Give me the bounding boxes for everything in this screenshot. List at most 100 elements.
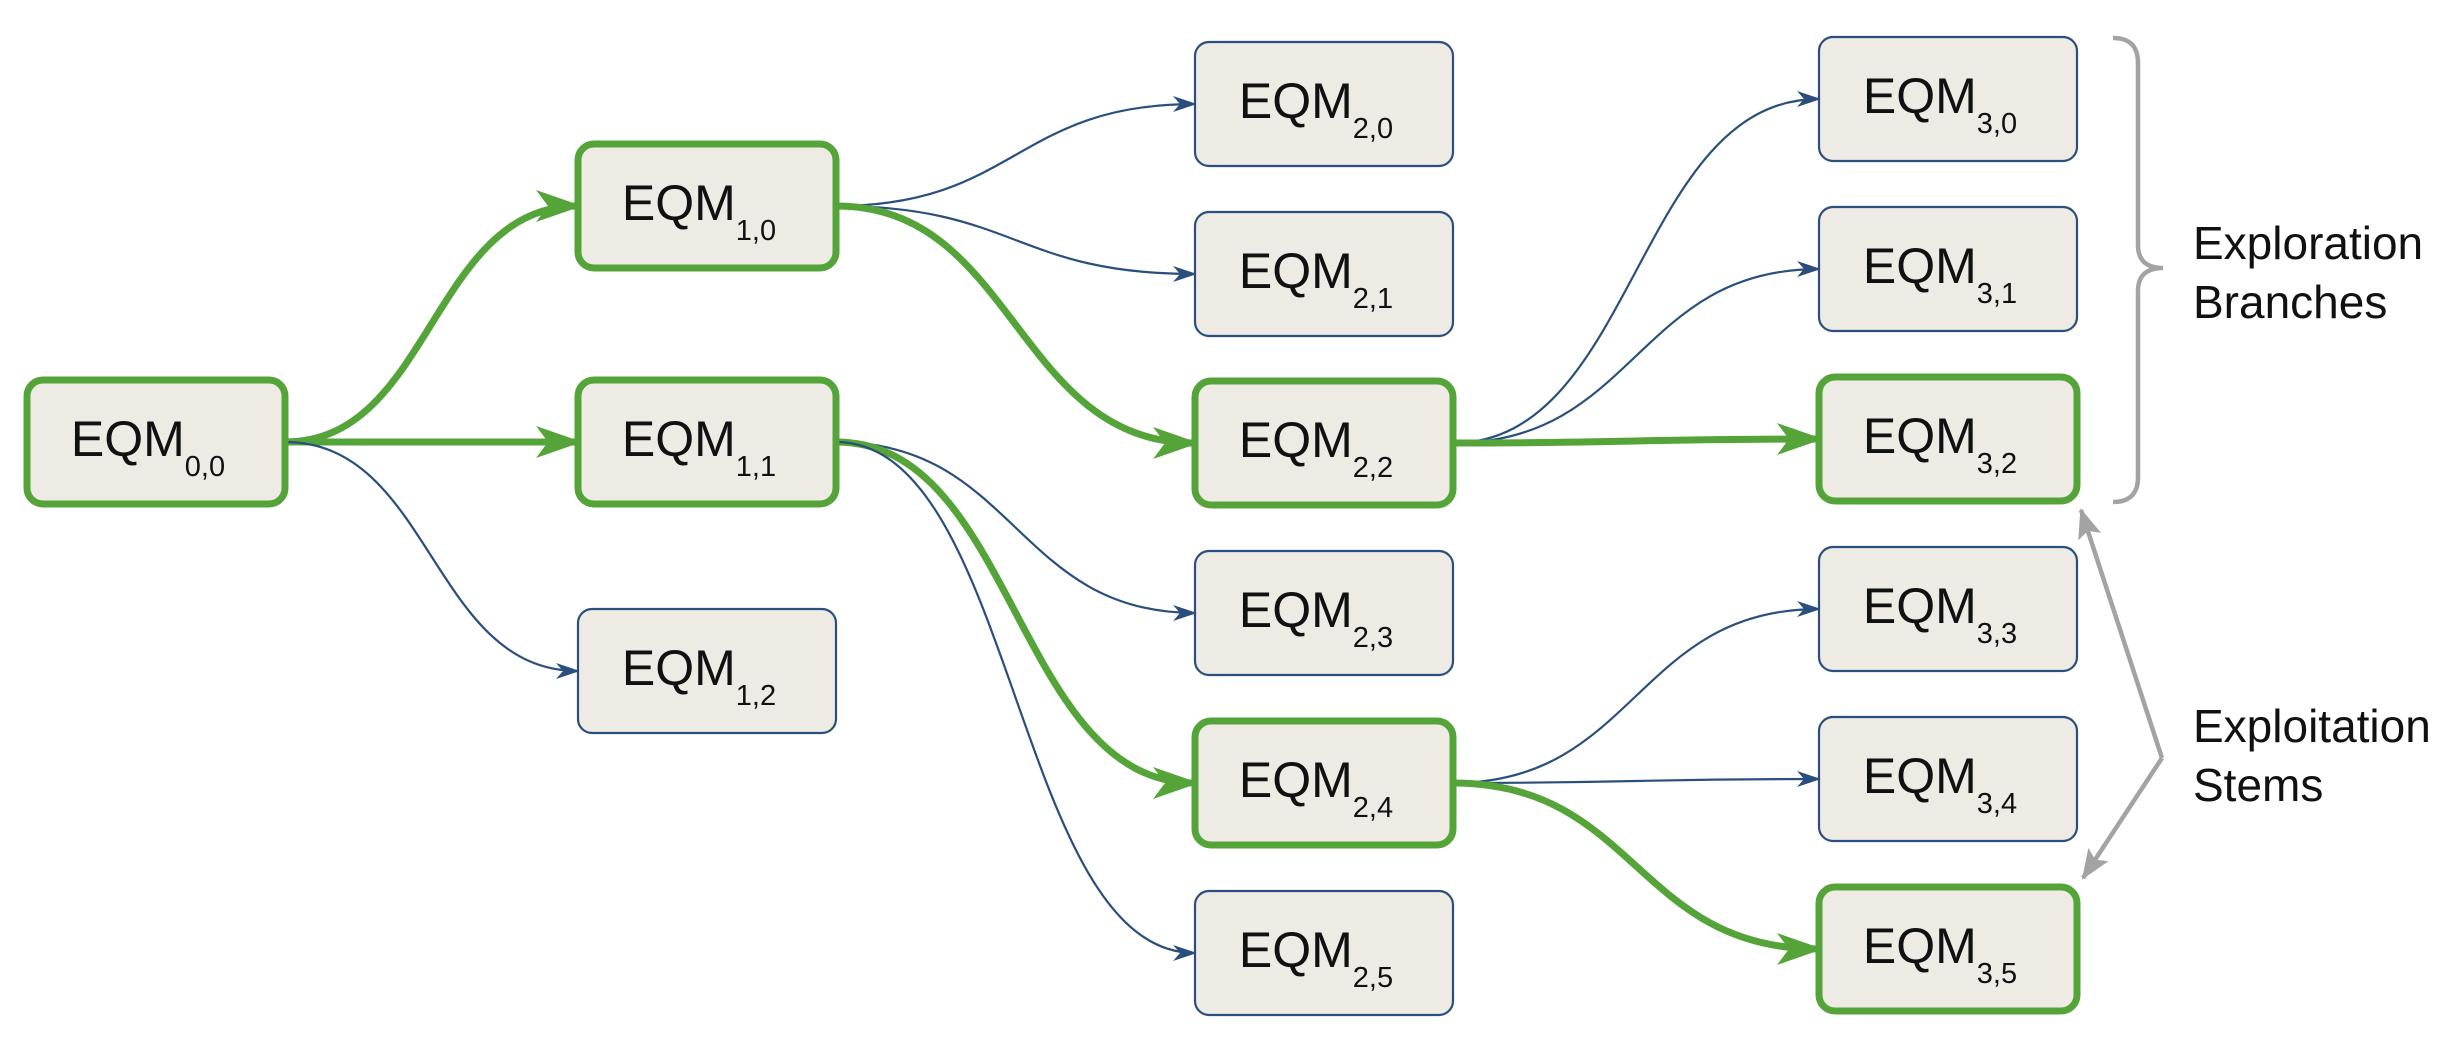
node-label-main: EQM <box>1863 408 1977 464</box>
node-label-1-1: EQM1,1 <box>622 411 776 483</box>
exploitation-label-line2: Stems <box>2193 759 2323 811</box>
node-eqm-1-1: EQM1,1 <box>574 376 840 508</box>
node-label-1-2: EQM1,2 <box>622 640 776 712</box>
node-box-2-1 <box>1193 210 1455 338</box>
node-eqm-2-4: EQM2,4 <box>1191 717 1457 849</box>
edge-2-4-to-3-3 <box>1452 601 1821 785</box>
edge-2-4-to-3-4 <box>1452 771 1821 788</box>
nodes-layer: EQM0,0EQM1,0EQM1,1EQM1,2EQM2,0EQM2,1EQM2… <box>23 35 2081 1017</box>
node-label-2-3: EQM2,3 <box>1239 582 1393 654</box>
node-label-3-3: EQM3,3 <box>1863 578 2017 650</box>
node-box-2-5 <box>1193 889 1455 1017</box>
exploration-label: Exploration Branches <box>2193 217 2436 328</box>
edges-layer <box>284 91 1823 965</box>
exploration-label-line2: Branches <box>2193 276 2387 328</box>
node-label-2-0: EQM2,0 <box>1239 73 1393 145</box>
node-label-subscript: 3,1 <box>1977 278 2017 310</box>
node-label-subscript: 1,1 <box>736 451 776 483</box>
exploitation-annotation: Exploitation Stems <box>2078 508 2444 880</box>
node-label-3-2: EQM3,2 <box>1863 408 2017 480</box>
edge-1-0-to-2-0 <box>835 96 1197 208</box>
node-label-2-1: EQM2,1 <box>1239 243 1393 315</box>
node-box-2-0 <box>1193 40 1455 168</box>
node-label-main: EQM <box>1863 68 1977 124</box>
node-label-subscript: 1,0 <box>736 215 776 247</box>
node-label-main: EQM <box>1863 238 1977 294</box>
node-label-3-0: EQM3,0 <box>1863 68 2017 140</box>
node-label-subscript: 0,0 <box>185 451 225 483</box>
node-eqm-3-3: EQM3,3 <box>1817 545 2079 673</box>
node-label-subscript: 1,2 <box>736 680 776 712</box>
edge-1-1-to-2-5 <box>835 440 1197 961</box>
node-label-subscript: 3,4 <box>1977 788 2017 820</box>
node-label-main: EQM <box>1863 748 1977 804</box>
exploitation-pointer-down <box>2081 756 2164 880</box>
edge-0-0-to-1-2 <box>284 440 580 679</box>
node-label-main: EQM <box>1239 752 1353 808</box>
node-label-main: EQM <box>1863 918 1977 974</box>
edge-0-0-to-1-0 <box>284 190 582 446</box>
node-label-2-2: EQM2,2 <box>1239 412 1393 484</box>
node-label-subscript: 2,4 <box>1353 792 1393 824</box>
node-label-subscript: 2,1 <box>1353 283 1393 315</box>
node-box-2-2 <box>1191 377 1457 509</box>
edge-2-4-to-3-5 <box>1452 779 1823 965</box>
node-eqm-2-2: EQM2,2 <box>1191 377 1457 509</box>
exploration-label-line1: Exploration <box>2193 217 2423 269</box>
node-box-3-3 <box>1817 545 2079 673</box>
edge-1-0-to-2-2 <box>835 202 1199 459</box>
node-eqm-3-0: EQM3,0 <box>1817 35 2079 163</box>
node-label-main: EQM <box>622 411 736 467</box>
edge-1-1-to-2-4 <box>835 438 1199 799</box>
node-label-3-1: EQM3,1 <box>1863 238 2017 310</box>
exploration-annotation: Exploration Branches <box>2112 35 2436 505</box>
edge-2-2-to-3-1 <box>1452 261 1821 445</box>
node-label-main: EQM <box>1239 412 1353 468</box>
node-label-3-5: EQM3,5 <box>1863 918 2017 990</box>
node-eqm-2-0: EQM2,0 <box>1193 40 1455 168</box>
node-box-1-0 <box>574 140 840 272</box>
node-box-3-1 <box>1817 205 2079 333</box>
edge-1-1-to-2-3 <box>835 440 1197 621</box>
node-eqm-1-0: EQM1,0 <box>574 140 840 272</box>
exploitation-label-line1: Exploitation <box>2193 700 2431 752</box>
node-label-main: EQM <box>1239 243 1353 299</box>
node-label-subscript: 3,3 <box>1977 618 2017 650</box>
node-box-1-1 <box>574 376 840 508</box>
node-eqm-1-2: EQM1,2 <box>576 607 838 735</box>
node-label-subscript: 2,0 <box>1353 113 1393 145</box>
node-label-main: EQM <box>622 640 736 696</box>
node-label-2-5: EQM2,5 <box>1239 922 1393 994</box>
edge-1-0-to-2-1 <box>835 204 1197 282</box>
exploitation-pointer-up <box>2078 508 2165 759</box>
node-box-3-5 <box>1815 883 2081 1015</box>
node-label-main: EQM <box>1863 578 1977 634</box>
edge-2-2-to-3-2 <box>1452 423 1823 456</box>
exploitation-label: Exploitation Stems <box>2193 700 2444 811</box>
node-eqm-2-1: EQM2,1 <box>1193 210 1455 338</box>
node-box-2-3 <box>1193 549 1455 677</box>
node-label-3-4: EQM3,4 <box>1863 748 2017 820</box>
node-box-3-4 <box>1817 715 2079 843</box>
node-box-3-0 <box>1817 35 2079 163</box>
node-label-subscript: 2,2 <box>1353 452 1393 484</box>
node-label-1-0: EQM1,0 <box>622 175 776 247</box>
node-eqm-2-5: EQM2,5 <box>1193 889 1455 1017</box>
node-eqm-3-2: EQM3,2 <box>1815 373 2081 505</box>
node-label-subscript: 3,0 <box>1977 108 2017 140</box>
node-eqm-3-5: EQM3,5 <box>1815 883 2081 1015</box>
node-eqm-2-3: EQM2,3 <box>1193 549 1455 677</box>
node-label-main: EQM <box>1239 922 1353 978</box>
node-label-0-0: EQM0,0 <box>71 411 225 483</box>
node-label-main: EQM <box>1239 582 1353 638</box>
edge-2-2-to-3-0 <box>1452 91 1821 445</box>
node-label-main: EQM <box>71 411 185 467</box>
node-label-subscript: 3,5 <box>1977 958 2017 990</box>
node-label-subscript: 3,2 <box>1977 448 2017 480</box>
node-label-2-4: EQM2,4 <box>1239 752 1393 824</box>
node-label-main: EQM <box>1239 73 1353 129</box>
node-box-3-2 <box>1815 373 2081 505</box>
node-box-1-2 <box>576 607 838 735</box>
node-eqm-3-4: EQM3,4 <box>1817 715 2079 843</box>
